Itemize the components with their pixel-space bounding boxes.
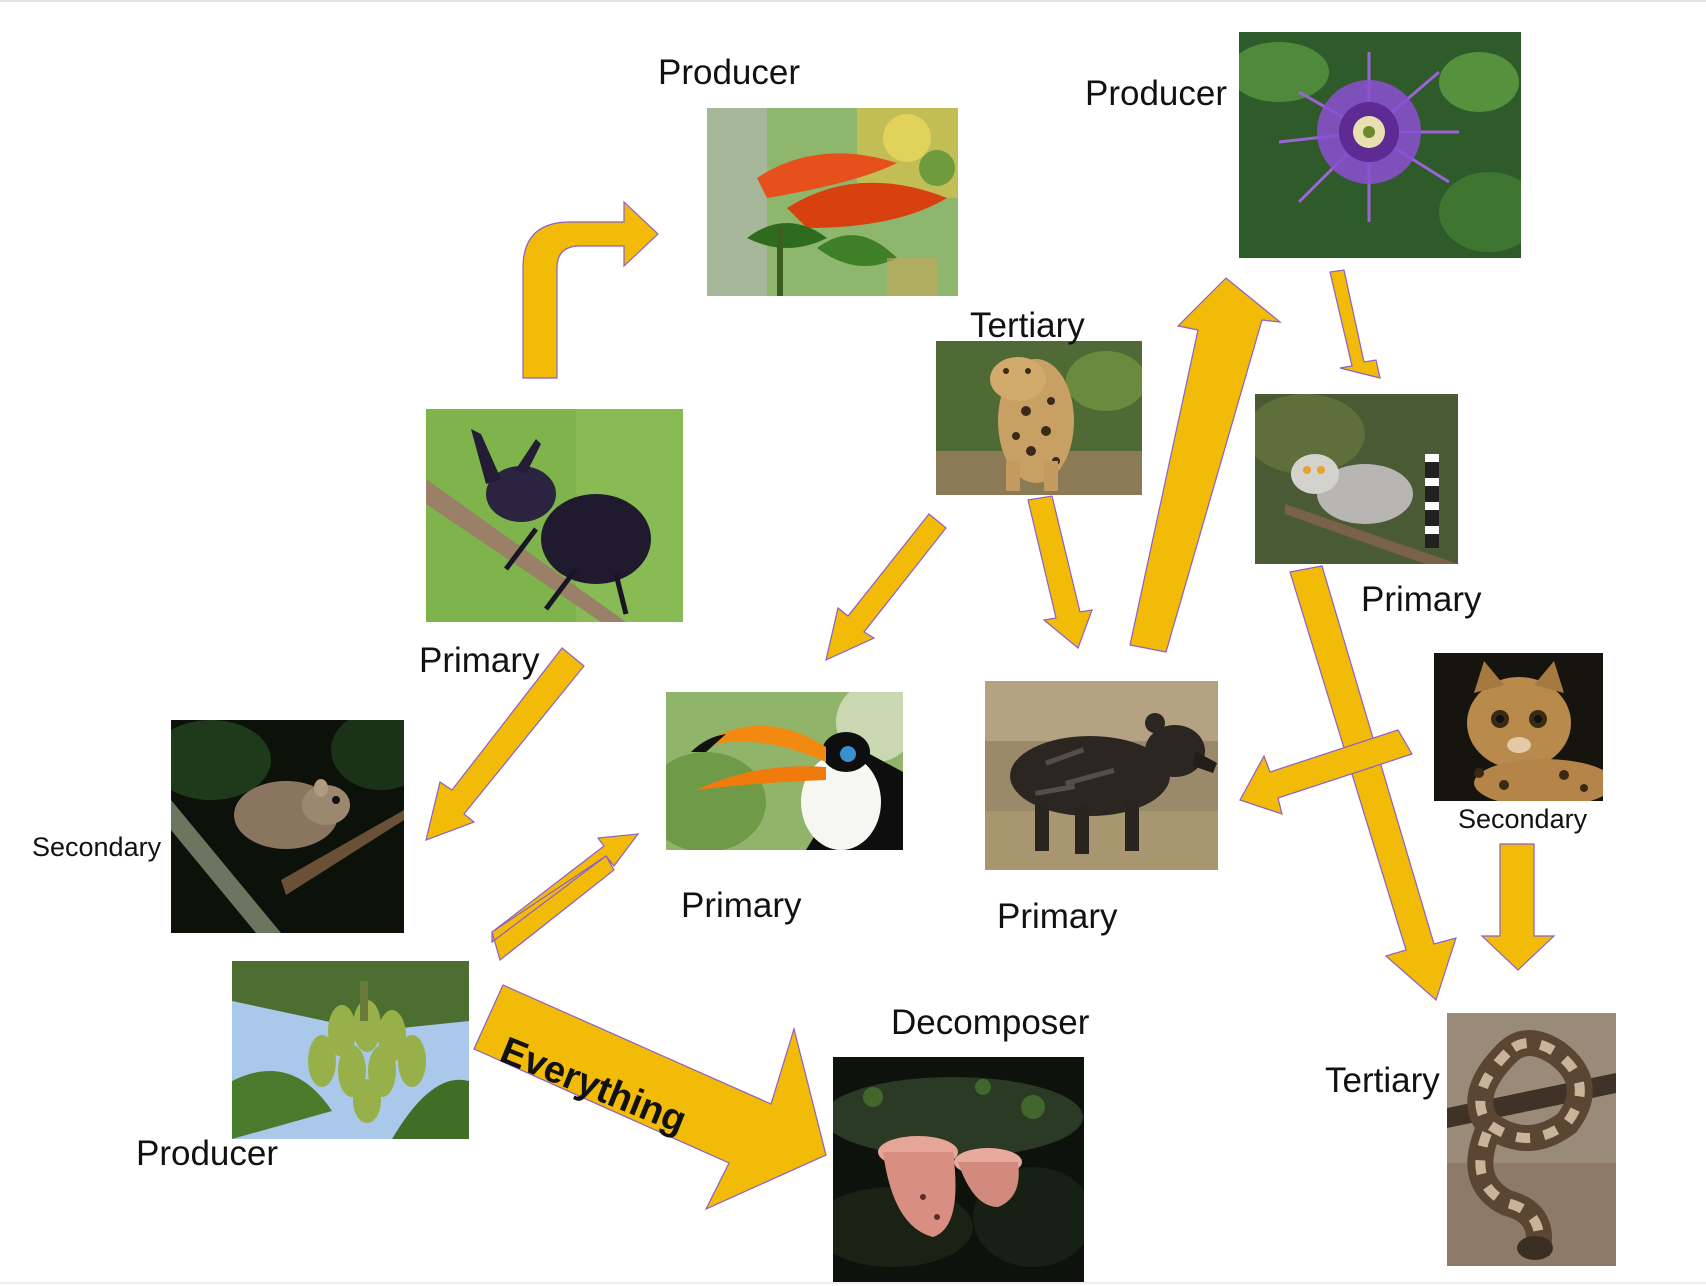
arrow-everything-to-decomposer	[473, 984, 827, 1211]
rodent-photo	[171, 720, 404, 933]
label-producer-banana: Producer	[136, 1134, 279, 1173]
orange-flower-photo	[707, 108, 958, 296]
label-primary-toucan: Primary	[681, 886, 802, 925]
cup-fungus-photo	[833, 1057, 1084, 1282]
label-decomposer: Decomposer	[891, 1003, 1090, 1042]
label-tertiary-jaguar: Tertiary	[970, 306, 1085, 345]
toucan-photo	[666, 692, 903, 850]
label-primary-lemur: Primary	[1361, 580, 1482, 619]
top-border	[0, 0, 1706, 2]
label-secondary-ocelot: Secondary	[1458, 804, 1588, 834]
bottom-border	[0, 1282, 1706, 1284]
arrow-jaguar-to-toucan	[825, 513, 947, 662]
jaguar-photo	[936, 341, 1142, 495]
arrow-beetle-to-flower	[522, 200, 659, 379]
label-producer-top: Producer	[658, 53, 801, 92]
label-primary-beetle: Primary	[419, 641, 540, 680]
label-secondary-rodent: Secondary	[32, 832, 162, 862]
arrow-banana-to-toucan	[491, 833, 640, 962]
arrow-passion-flower-to-lemur	[1329, 269, 1381, 379]
tapir-photo	[985, 681, 1218, 870]
ring-tailed-lemur-photo	[1255, 394, 1458, 564]
arrow-ocelot-to-snake	[1480, 843, 1556, 971]
arrow-beetle-to-rodent	[425, 647, 585, 841]
boa-snake-photo	[1447, 1013, 1616, 1266]
label-producer-right: Producer	[1085, 74, 1228, 113]
passion-flower-photo	[1239, 32, 1521, 258]
banana-tree-photo	[232, 961, 469, 1139]
arrow-tapir-to-passion-flower	[1129, 277, 1282, 653]
arrow-lemur-to-snake	[1289, 565, 1457, 1002]
arrow-ocelot-to-tapir	[1239, 729, 1413, 815]
label-primary-tapir: Primary	[997, 897, 1118, 936]
arrow-jaguar-to-tapir	[1027, 495, 1093, 650]
ocelot-photo	[1434, 653, 1603, 801]
label-tertiary-snake: Tertiary	[1325, 1061, 1440, 1100]
rhinoceros-beetle-photo	[426, 409, 683, 622]
